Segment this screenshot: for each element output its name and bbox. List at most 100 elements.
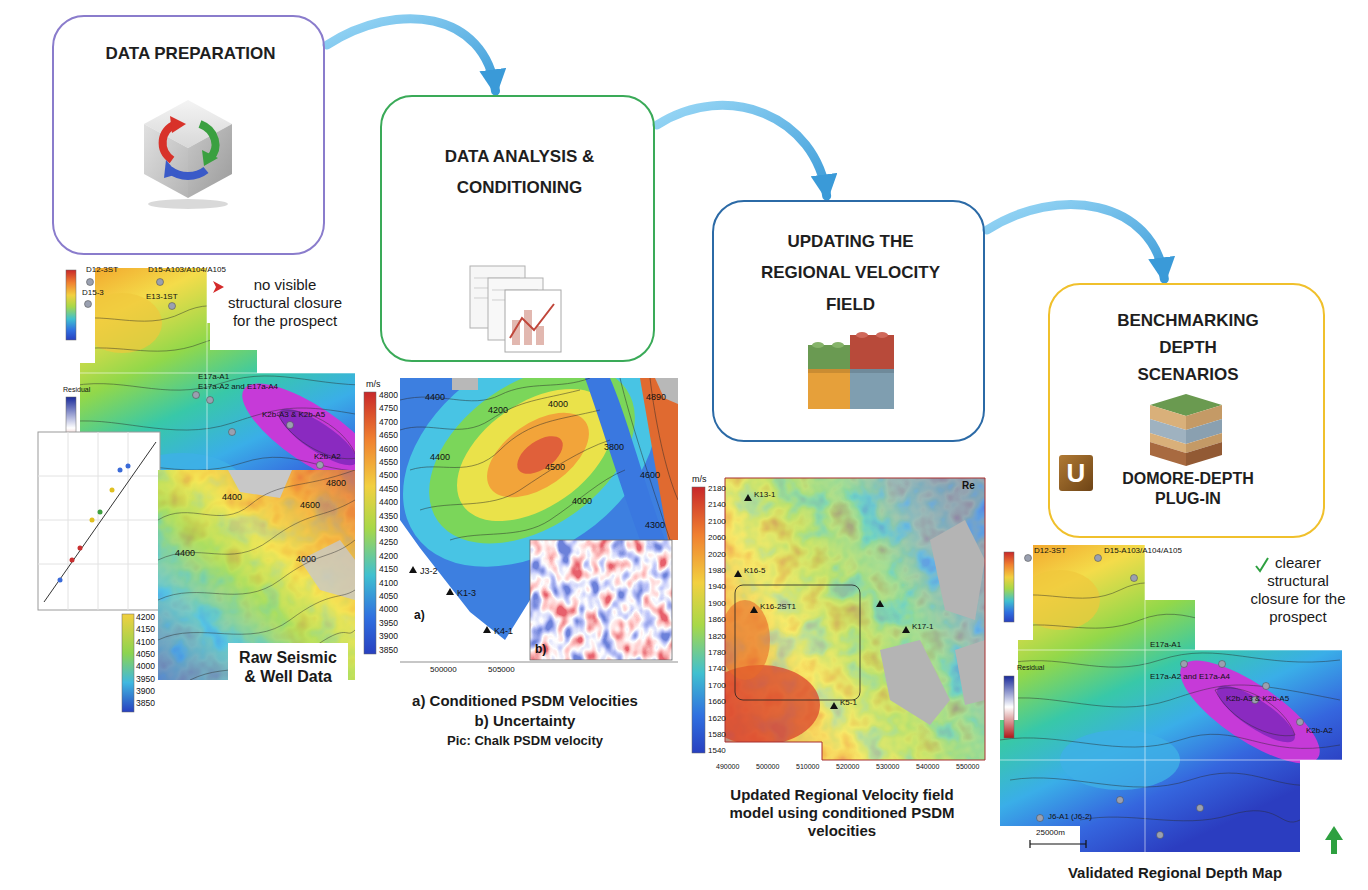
axis-value: 540000 (916, 763, 939, 771)
colorbar-value: 4750 (379, 403, 398, 413)
well-name: K2b-A2 (314, 452, 341, 462)
well-name: K13-1 (754, 490, 775, 500)
colorbar-value: 4000 (136, 661, 155, 671)
process-box: DATA ANALYSIS & CONDITIONING (380, 95, 655, 362)
contour-value: 4400 (425, 392, 445, 403)
axis-value: 510000 (796, 763, 819, 771)
north-arrow (1325, 826, 1343, 854)
colorbar-value: 4050 (136, 649, 155, 659)
flow-arrow (327, 19, 496, 91)
well-name: K2b-A3 & K2b-A5 (262, 410, 325, 420)
contour-value: 4400 (430, 452, 450, 463)
well-name: D15-A103/A104/A105 (1104, 546, 1182, 556)
contour-value: 4400 (175, 548, 195, 559)
panel-letter: b) (535, 642, 546, 656)
well-name: D12-3ST (86, 265, 118, 275)
colorbar-value: 3850 (379, 645, 398, 655)
caption: Validated Regional Depth Map (1050, 864, 1300, 882)
uncertainty-map (530, 540, 672, 660)
unit-label: m/s (366, 379, 381, 390)
caption: a) Conditioned PSDM Velocities (370, 692, 680, 710)
logo-letter: U (1059, 455, 1093, 491)
axis-value: 500000 (756, 763, 779, 771)
caption: Updated Regional Velocity field model us… (712, 786, 972, 840)
well-name: K4-1 (494, 626, 513, 637)
colorbar-value: 4150 (136, 624, 155, 634)
panel-letter: a) (414, 608, 425, 622)
contour-value: 4200 (488, 405, 508, 416)
contour-value: 4000 (548, 399, 568, 410)
velocity-blocks-icon (808, 332, 894, 409)
axis-value: 530000 (876, 763, 899, 771)
well-name: E17a-A2 and E17a-A4 (1150, 672, 1230, 682)
colorbar-value: 1740 (708, 664, 726, 674)
axis-value: 500000 (430, 665, 457, 675)
caption: b) Uncertainty (370, 712, 680, 730)
colorbar-value: 4050 (379, 591, 398, 601)
contour-value: 4500 (545, 462, 565, 473)
process-box: DATA PREPARATION (52, 15, 325, 255)
well-name: K16-5 (744, 566, 765, 576)
well-name: K17-1 (912, 622, 933, 632)
contour-value: 3800 (604, 442, 624, 453)
well-name: D15-A103/A104/A105 (148, 265, 226, 275)
colorbar-value: 4550 (379, 457, 398, 467)
colorbar-value: 1780 (708, 648, 726, 658)
flow-arrow (657, 105, 827, 196)
contour-value: 4600 (300, 500, 320, 511)
box-title: DATA PREPARATION (74, 39, 307, 70)
well-name: K2b-A2 (1306, 726, 1333, 736)
caption: Raw Seismic & Well Data (232, 648, 344, 686)
well-name: K1-3 (457, 588, 476, 599)
colorbar-value: 2020 (708, 550, 726, 560)
axis-value: 490000 (716, 763, 739, 771)
box-title: DATA ANALYSIS & CONDITIONING (407, 142, 632, 203)
colorbar-value: 1660 (708, 697, 726, 707)
colorbar-value: 2060 (708, 533, 726, 543)
axis-value: 505000 (488, 665, 515, 675)
colorbar-value: 4700 (379, 417, 398, 427)
validated-depth-map (995, 540, 1350, 865)
contour-value: 4000 (296, 554, 316, 565)
depth-layers-icon (1150, 394, 1222, 466)
contour-value: 4000 (572, 496, 592, 507)
colorbar-value: 1820 (708, 632, 726, 642)
axis-value: 550000 (956, 763, 979, 771)
colorbar-value: 1580 (708, 730, 726, 740)
colorbar-value: 2140 (708, 500, 726, 510)
well-name: E17a-A1 (198, 372, 229, 382)
colorbar-value: 4300 (379, 524, 398, 534)
scale-label: 25000m (1036, 828, 1065, 838)
well-name: K16-2ST1 (760, 602, 796, 612)
unit-label: m/s (692, 474, 707, 485)
colorbar-value: 3850 (136, 698, 155, 708)
colorbar-value: 2180 (708, 484, 726, 494)
well-name: K2b-A3 & K2b-A5 (1226, 694, 1289, 704)
colorbar-value: 4800 (379, 390, 398, 400)
colorbar-value: 2100 (708, 517, 726, 527)
colorbar-value: 4600 (379, 444, 398, 454)
analysis-icon (470, 266, 561, 352)
colorbar-value: 3950 (379, 618, 398, 628)
colorbar-value: 4400 (379, 497, 398, 507)
box-title: UPDATING THE REGIONAL VELOCITY FIELD (744, 226, 957, 320)
well-name: J6-A1 (J6-2) (1048, 812, 1092, 822)
colorbar-value: 1900 (708, 599, 726, 609)
colorbar-value: 1980 (708, 566, 726, 576)
colorbar-value: 4650 (379, 430, 398, 440)
box-title: BENCHMARKING DEPTH SCENARIOS (1113, 307, 1263, 389)
unit-label: Residual (63, 386, 90, 394)
colorbar-value: 1940 (708, 582, 726, 592)
colorbar-value: 4100 (379, 578, 398, 588)
colorbar-value: 1700 (708, 681, 726, 691)
well-name: E17a-A2 and E17a-A4 (198, 382, 278, 392)
contour-value: 4600 (640, 470, 660, 481)
colorbar-value: 3900 (379, 631, 398, 641)
colorbar-value: 4000 (379, 604, 398, 614)
process-box: BENCHMARKING DEPTH SCENARIOSUDOMORE-DEPT… (1048, 283, 1325, 538)
colorbar-value: 1540 (708, 746, 726, 756)
